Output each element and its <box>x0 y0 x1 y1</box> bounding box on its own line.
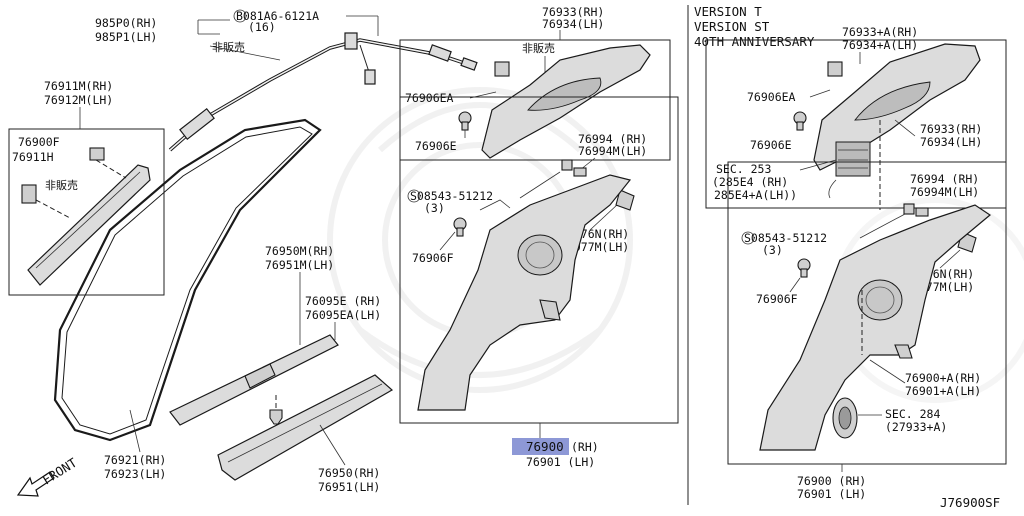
v-screw-symbol <box>741 231 755 245</box>
v-clip-76906f[interactable] <box>797 258 811 278</box>
pillar-trim[interactable] <box>27 164 151 286</box>
body-welt-weatherstrip[interactable] <box>53 118 322 442</box>
v-rear-upper-trim[interactable] <box>813 43 981 171</box>
version-quarter-box <box>727 161 1007 465</box>
kick-lh-label: 76095EA(LH) <box>305 308 381 322</box>
pillar-lh-label: 76912M(LH) <box>44 93 113 107</box>
speaker-sec284[interactable] <box>832 397 858 439</box>
clip-76906e-label: 76906E <box>415 139 457 153</box>
sec284-label: SEC. 284 <box>885 407 940 421</box>
quarter-trim-box <box>399 96 679 424</box>
sec284-part: (27933+A) <box>885 420 947 434</box>
sill-trim[interactable] <box>217 374 394 481</box>
upper-not-for-sale: 非販売 <box>522 42 555 55</box>
v-bracket-lh-label: 76994M(LH) <box>910 185 979 199</box>
rear-upper-trim[interactable] <box>481 44 651 159</box>
v-clip-76906ea-label: 76906EA <box>747 90 796 104</box>
hose-assembly[interactable] <box>168 32 478 152</box>
speaker-harness[interactable] <box>828 141 871 199</box>
kicking-plate[interactable] <box>169 334 339 426</box>
welt-rh-label: 76921(RH) <box>104 453 166 467</box>
clip-76906e[interactable] <box>458 111 472 131</box>
clip-76900f-label: 76900F <box>18 135 60 149</box>
diagram-id: J76900SF <box>940 495 1000 510</box>
main-lh-label: 76901 (LH) <box>526 455 595 469</box>
pillar-clip[interactable] <box>21 147 105 204</box>
v-upper-rh-label: 76933+A(RH) <box>842 25 918 39</box>
welt-lh-label: 76923(LH) <box>104 467 166 481</box>
front-direction-label: FRONT <box>40 455 80 488</box>
version-label-3: 40TH ANNIVERSARY <box>694 34 815 49</box>
bolt-label: B081A6-6121A <box>236 9 319 23</box>
v-main-a-rh-label: 76900+A(RH) <box>905 371 981 385</box>
v-main-rh-label: 76900 (RH) <box>797 474 866 488</box>
bracket-rh-label: 76994 (RH) <box>578 132 647 146</box>
version-label-2: VERSION ST <box>694 19 770 34</box>
v-clip-76906f-label: 76906F <box>756 292 798 306</box>
main-rh-suffix: (RH) <box>571 440 599 454</box>
front-arrow-icon <box>16 471 55 497</box>
screw-symbol <box>407 189 421 203</box>
bolt-symbol-icon <box>233 9 247 23</box>
hose-lh-label: 985P1(LH) <box>95 30 157 44</box>
v-bracket-rh-label: 76994 (RH) <box>910 172 979 186</box>
bracket-76994[interactable] <box>561 159 587 177</box>
bolt-qty: (16) <box>248 20 276 34</box>
kick-rh-label: 76095E (RH) <box>305 294 381 308</box>
weatherstrip-rh-label: 76950M(RH) <box>265 244 334 258</box>
v-clip-76906e[interactable] <box>793 111 807 131</box>
v-upper-lh-label: 76934+A(LH) <box>842 38 918 52</box>
pillar-not-for-sale: 非販売 <box>45 179 78 192</box>
highlight-box <box>512 438 569 455</box>
version-label-1: VERSION T <box>694 4 762 19</box>
main-rh-number[interactable]: 76900 <box>526 439 564 454</box>
sill-clip[interactable] <box>269 409 283 425</box>
v-screw-label: S08543-51212 <box>744 231 827 245</box>
bracket-lh-label: 76994M(LH) <box>578 144 647 158</box>
version-upper-box <box>705 39 1007 209</box>
v-bracket-76994[interactable] <box>903 203 929 217</box>
v-clip-76906e-label: 76906E <box>750 138 792 152</box>
hose-rh-label: 985P0(RH) <box>95 16 157 30</box>
clip-76911h-label: 76911H <box>12 150 54 164</box>
v-upper2-rh-label: 76933(RH) <box>920 122 982 136</box>
sec253-part-b: 285E4+A(LH)) <box>714 188 797 202</box>
v-screw-qty: (3) <box>762 243 783 257</box>
pillar-detail-box <box>8 128 165 296</box>
v-upper2-lh-label: 76934(LH) <box>920 135 982 149</box>
v-main-lh-label: 76901 (LH) <box>797 487 866 501</box>
screw-qty: (3) <box>424 201 445 215</box>
screw-label: S08543-51212 <box>410 189 493 203</box>
v-main-a-lh-label: 76901+A(LH) <box>905 384 981 398</box>
upper-rh-label: 76933(RH) <box>542 5 604 19</box>
sec253-part-a: (285E4 (RH) <box>712 175 788 189</box>
clip-76906ea-label: 76906EA <box>405 91 454 105</box>
pillar-rh-label: 76911M(RH) <box>44 79 113 93</box>
sill-rh-label: 76950(RH) <box>318 466 380 480</box>
clip-76906f-label: 76906F <box>412 251 454 265</box>
rear-quarter-trim[interactable] <box>417 174 632 411</box>
hose-not-for-sale: 非販売 <box>212 41 245 54</box>
weatherstrip-lh-label: 76951M(LH) <box>265 258 334 272</box>
cover-76976n[interactable] <box>615 189 635 211</box>
upper-lh-label: 76934(LH) <box>542 17 604 31</box>
sec253-label: SEC. 253 <box>716 162 771 176</box>
sill-lh-label: 76951(LH) <box>318 480 380 494</box>
v-rear-quarter-trim[interactable] <box>759 204 992 451</box>
clip-76906f[interactable] <box>453 217 467 237</box>
